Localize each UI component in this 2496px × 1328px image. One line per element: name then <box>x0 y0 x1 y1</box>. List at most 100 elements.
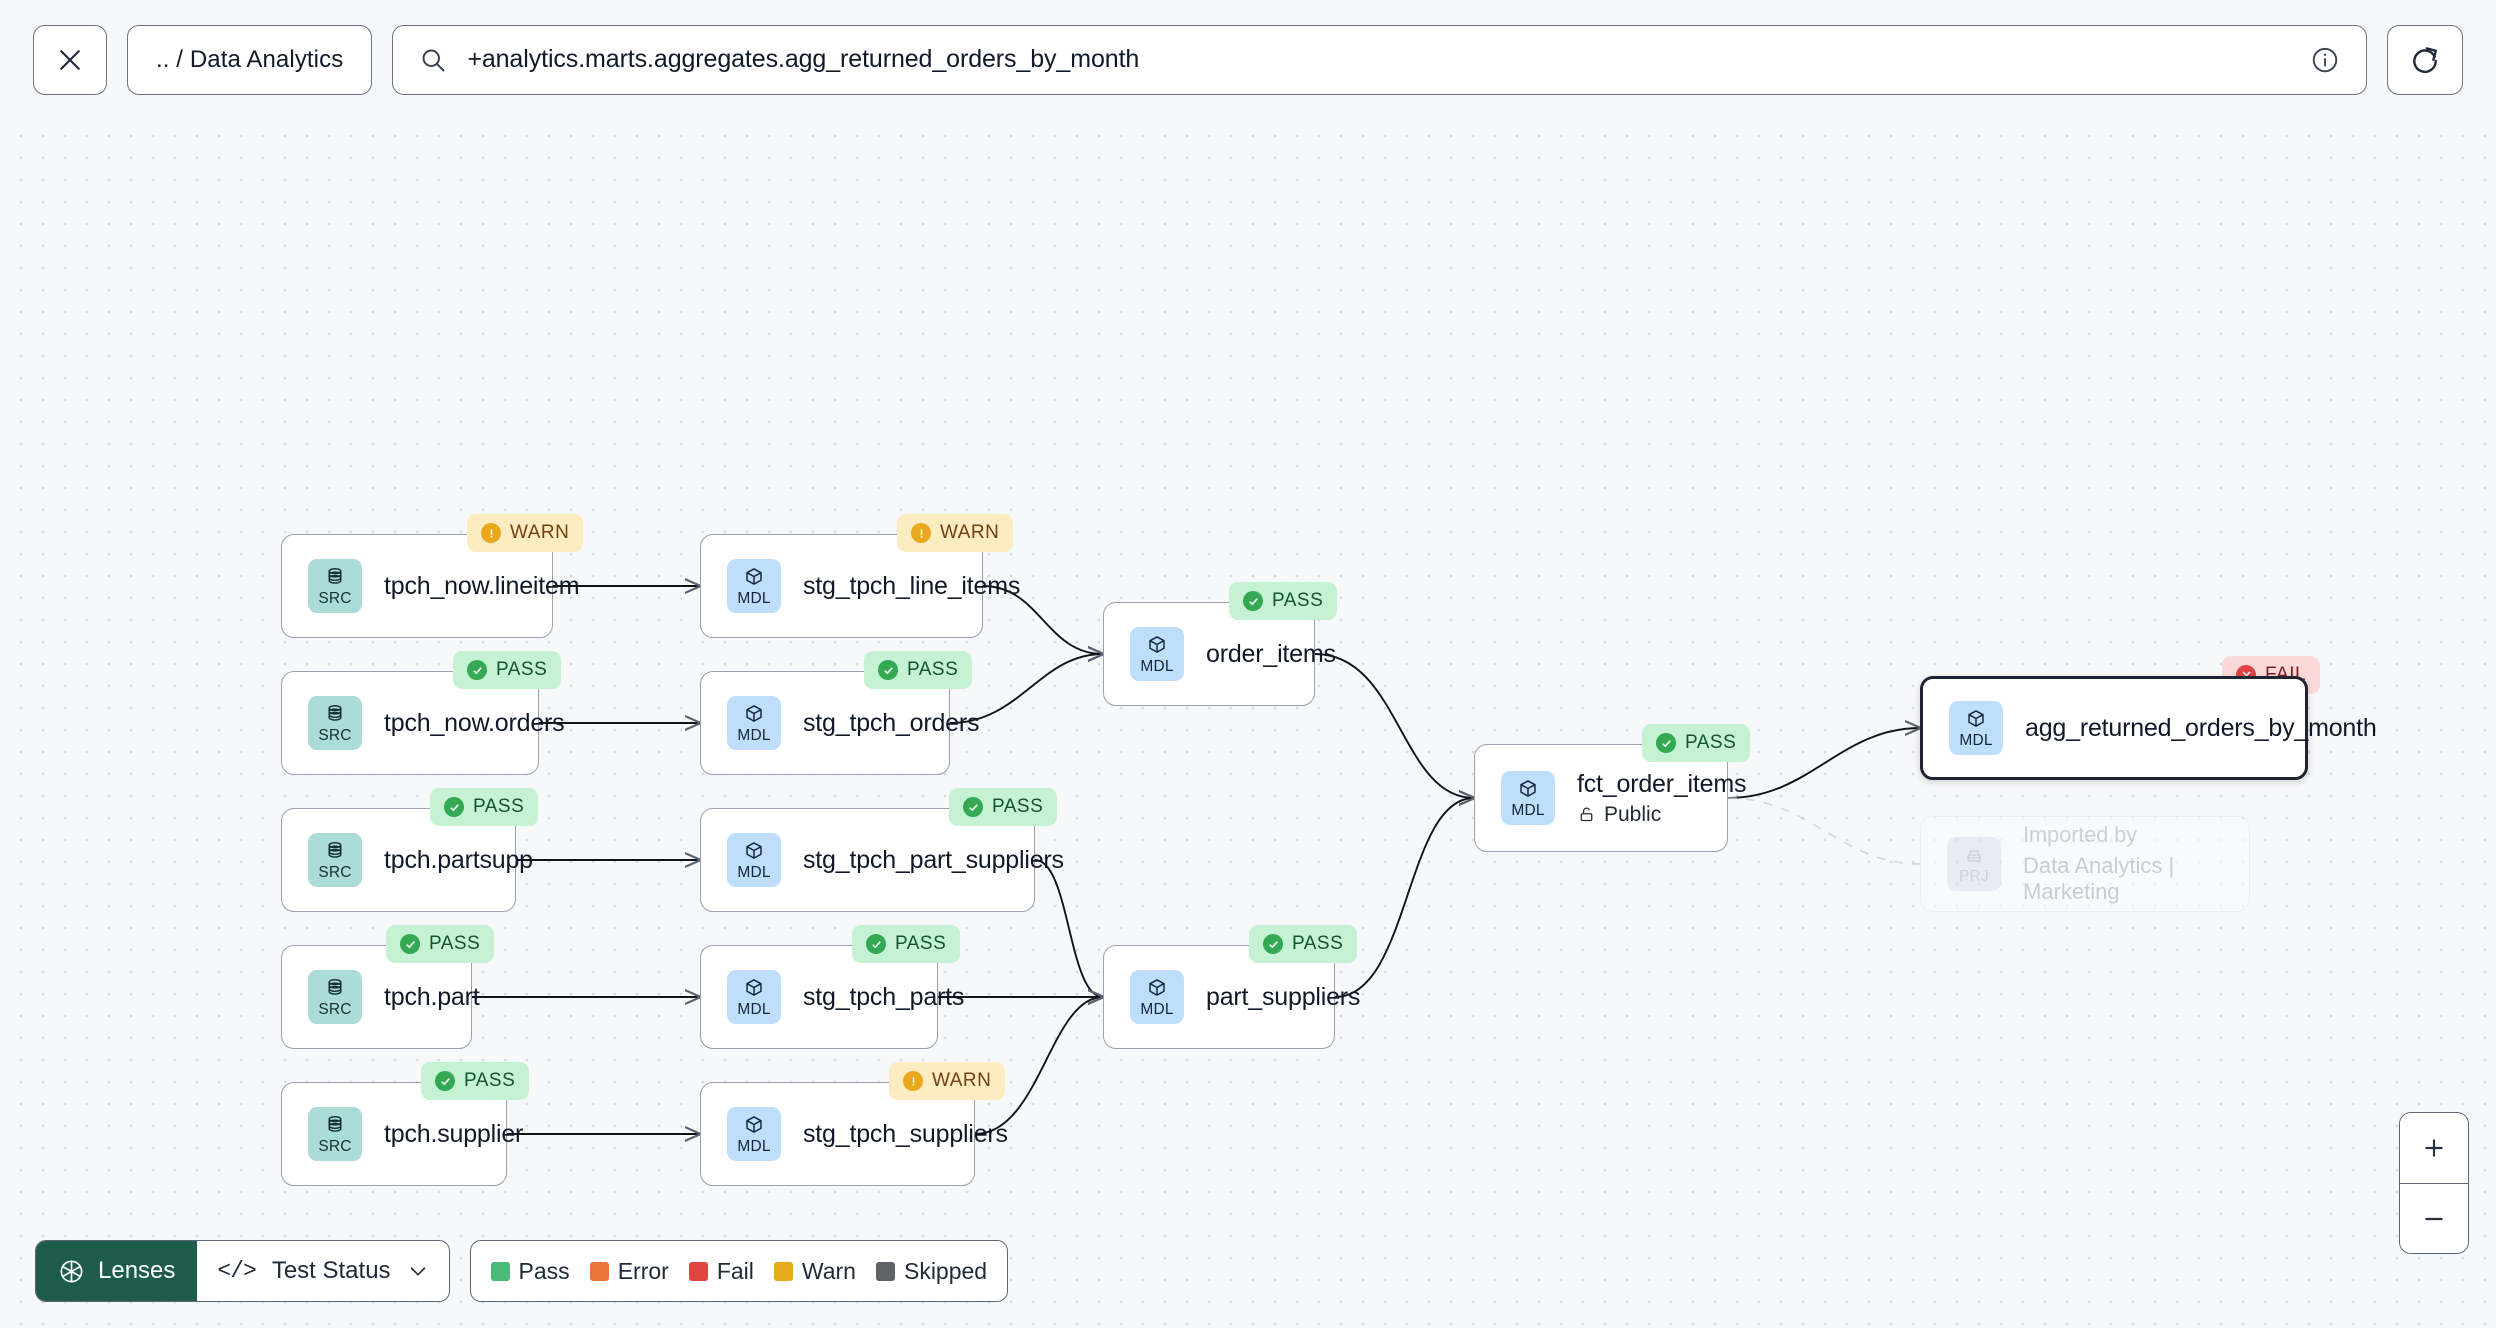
node-kind-badge-mdl: MDL <box>1130 627 1184 681</box>
node-text: stg_tpch_parts <box>803 983 965 1011</box>
node-title: stg_tpch_parts <box>803 983 965 1011</box>
test-status-label: Test Status <box>271 1257 391 1284</box>
legend-label: Fail <box>716 1257 754 1284</box>
legend-item-skipped[interactable]: Skipped <box>875 1257 988 1285</box>
node-subtitle: Public <box>1577 803 1727 827</box>
node-text: tpch.partsupp <box>384 846 533 874</box>
node-kind-label: MDL <box>1959 731 1993 749</box>
lenses-button[interactable]: Lenses <box>36 1241 198 1301</box>
node-title: stg_tpch_part_suppliers <box>803 846 1064 874</box>
database-icon <box>328 978 342 995</box>
node-kind-label: SRC <box>318 589 352 607</box>
close-icon <box>60 49 80 70</box>
search-input[interactable]: +analytics.marts.aggregates.agg_returned… <box>467 45 1140 73</box>
legend-swatch <box>589 1261 609 1281</box>
node-kind-badge-mdl: MDL <box>727 833 781 887</box>
status-badge-pass: PASS <box>386 925 495 963</box>
node-subtitle-label: Public <box>1604 802 1662 826</box>
cube-icon <box>746 1115 762 1133</box>
node-kind-label: MDL <box>1511 801 1545 819</box>
node-text: stg_tpch_part_suppliers <box>803 846 1064 874</box>
status-badge-pass: PASS <box>1642 724 1751 762</box>
node-kind-label: MDL <box>737 863 771 881</box>
refresh-button[interactable] <box>2387 24 2463 95</box>
legend-item-pass[interactable]: Pass <box>490 1258 570 1285</box>
refresh-icon <box>2413 46 2437 73</box>
status-badge-label: WARN <box>940 522 1000 543</box>
search-bar[interactable]: +analytics.marts.aggregates.agg_returned… <box>392 24 2367 95</box>
node-title: stg_tpch_line_items <box>803 572 1021 600</box>
node-kind-badge-mdl: MDL <box>727 696 781 750</box>
status-badge-pass: PASS <box>1229 582 1338 620</box>
exclaim-icon <box>912 1076 914 1086</box>
zoom-out-button[interactable] <box>2400 1183 2468 1253</box>
breadcrumb[interactable]: .. / Data Analytics <box>127 24 373 95</box>
legend-label: Warn <box>801 1257 856 1284</box>
status-badge-label: PASS <box>895 933 947 954</box>
node-kind-label: SRC <box>318 1137 352 1155</box>
close-button[interactable] <box>33 24 107 95</box>
warning-circle-icon <box>481 523 501 543</box>
legend-item-fail[interactable]: Fail <box>688 1257 754 1285</box>
status-badge-label: PASS <box>992 796 1044 817</box>
check-circle-icon <box>1263 934 1283 954</box>
info-icon[interactable] <box>2310 45 2340 75</box>
exclaim-icon <box>490 528 492 538</box>
search-icon <box>422 49 445 71</box>
node-text: stg_tpch_suppliers <box>803 1120 1008 1148</box>
check-icon <box>405 940 415 948</box>
status-badge-label: WARN <box>932 1070 992 1091</box>
status-badge-label: PASS <box>1292 933 1344 954</box>
legend-swatch <box>875 1261 895 1281</box>
zoom-controls <box>2399 1112 2469 1254</box>
legend-swatch <box>688 1261 708 1281</box>
node-kind-badge-src: SRC <box>308 833 362 887</box>
node-text: stg_tpch_line_items <box>803 572 1021 600</box>
zoom-in-button[interactable] <box>2400 1113 2468 1183</box>
status-badge-pass: PASS <box>852 925 961 963</box>
status-badge-label: PASS <box>907 659 959 680</box>
test-status-dropdown[interactable]: </> Test Status <box>197 1241 448 1301</box>
status-badge-pass: PASS <box>453 651 562 689</box>
status-badge-pass: PASS <box>1249 925 1358 963</box>
check-circle-icon <box>866 934 886 954</box>
check-circle-icon <box>1243 591 1263 611</box>
node-title: tpch.partsupp <box>384 846 533 874</box>
status-badge-pass: PASS <box>864 651 973 689</box>
node-kind-badge-src: SRC <box>308 970 362 1024</box>
node-text: tpch_now.orders <box>384 709 565 737</box>
graph-node-order_items[interactable]: MDL order_items <box>1103 602 1336 706</box>
cube-icon <box>746 841 762 859</box>
legend-label: Error <box>617 1257 669 1284</box>
legend-item-warn[interactable]: Warn <box>773 1257 856 1285</box>
project-icon <box>1967 850 1981 862</box>
status-badge-label: WARN <box>510 522 570 543</box>
node-kind-label: SRC <box>318 726 352 744</box>
legend-swatch <box>490 1261 510 1281</box>
legend-item-error[interactable]: Error <box>589 1257 669 1285</box>
database-icon <box>328 1115 342 1132</box>
node-kind-label: MDL <box>737 1000 771 1018</box>
chevron-down-icon <box>410 1267 425 1276</box>
node-kind-label: MDL <box>1140 1000 1174 1018</box>
status-badge-pass: PASS <box>949 788 1058 826</box>
node-text: order_items <box>1206 640 1336 668</box>
node-title: fct_order_items <box>1577 769 1747 798</box>
top-toolbar: .. / Data Analytics +analytics.marts.agg… <box>0 0 2496 119</box>
cube-icon <box>1520 779 1536 797</box>
edge-layer <box>472 119 2496 1328</box>
node-title: tpch_now.lineitem <box>384 572 580 600</box>
check-icon <box>871 940 881 948</box>
check-icon <box>1248 597 1258 605</box>
status-badge-label: PASS <box>1272 590 1324 611</box>
node-title: stg_tpch_orders <box>803 709 980 737</box>
node-kind-badge-src: SRC <box>308 1107 362 1161</box>
plus-icon <box>2425 1139 2443 1157</box>
legend-label: Skipped <box>903 1257 988 1284</box>
